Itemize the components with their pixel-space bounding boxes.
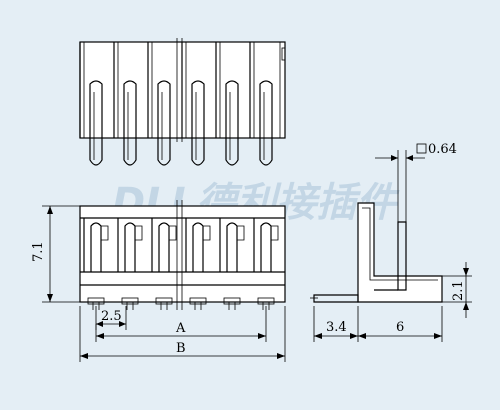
pin-size-label: 0.64: [428, 142, 457, 157]
side-length-label: 6: [396, 320, 404, 335]
top-pin: [259, 80, 273, 166]
front-pin: [192, 222, 204, 272]
front-view-cells: [83, 218, 279, 272]
front-pin: [226, 222, 238, 272]
pitch-label: 2.5: [101, 309, 122, 324]
side-vertical-pin: [397, 221, 407, 291]
span-a-dimension: A: [95, 306, 267, 342]
front-pin: [158, 222, 170, 272]
span-a-label: A: [175, 321, 186, 336]
front-cell-notch: [237, 225, 245, 241]
top-latch: [281, 47, 286, 61]
front-cell-notch: [101, 225, 109, 241]
front-foot: [87, 297, 105, 305]
top-view-pins: [89, 80, 273, 166]
front-pin: [90, 222, 102, 272]
side-length-dimensions: 3.4 6: [313, 306, 443, 342]
side-horizontal-pin: [313, 294, 359, 303]
pin-size-callout: 0.64: [375, 142, 457, 222]
height-dimension: 7.1: [31, 205, 80, 303]
front-foot: [189, 297, 207, 305]
span-b-dimension: B: [79, 306, 286, 362]
top-pin: [157, 80, 171, 166]
top-pin: [123, 80, 137, 166]
front-view-housing: [79, 205, 286, 303]
front-cell-notch: [135, 225, 143, 241]
front-cell-notch: [203, 225, 211, 241]
side-offset-label: 3.4: [326, 320, 347, 335]
front-pin-tails: [92, 302, 270, 310]
top-pin: [191, 80, 205, 166]
side-inner-edge: [362, 207, 438, 281]
front-foot: [257, 297, 275, 305]
front-view-feet: [87, 297, 275, 305]
height-label: 7.1: [31, 241, 46, 262]
front-foot: [155, 297, 173, 305]
top-pin: [225, 80, 239, 166]
front-pin: [260, 222, 272, 272]
side-height-dimension: 2.1: [442, 262, 472, 318]
pitch-dimension: 2.5: [95, 306, 127, 330]
front-pin: [124, 222, 136, 272]
front-view: [79, 200, 286, 310]
front-foot: [223, 297, 241, 305]
side-height-label: 2.1: [451, 280, 466, 301]
front-cell-notch: [271, 225, 279, 241]
front-foot: [121, 297, 139, 305]
front-cell-notch: [169, 225, 177, 241]
side-view-housing: [357, 202, 443, 303]
square-symbol: [416, 143, 427, 154]
span-b-label: B: [176, 341, 186, 356]
top-view: [79, 38, 286, 166]
top-pin: [89, 80, 103, 166]
